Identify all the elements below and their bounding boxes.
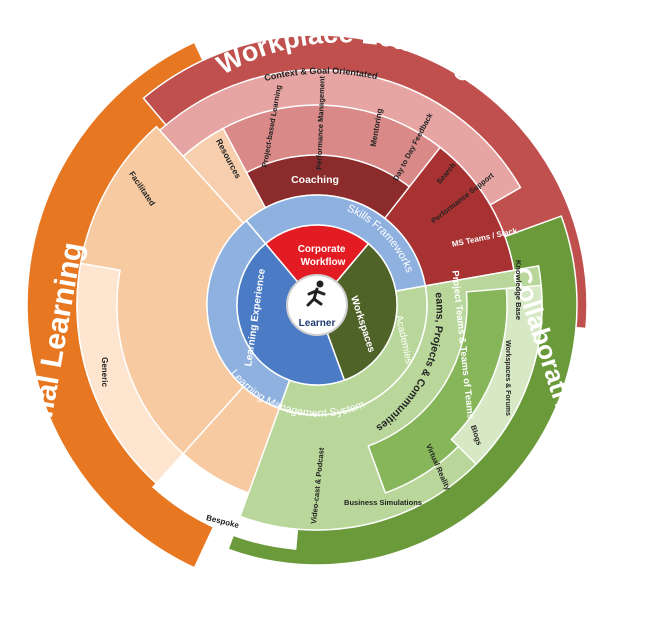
knowledge-band bbox=[450, 284, 543, 466]
learner-circle bbox=[286, 274, 348, 336]
business-simulations: Business Simulations bbox=[344, 498, 422, 507]
performance-management: Performance Management bbox=[314, 75, 326, 170]
runner-icon bbox=[306, 280, 326, 307]
knowledge-base: Knowledge Base bbox=[514, 260, 523, 320]
corporate-sector bbox=[264, 224, 370, 307]
generic-band bbox=[76, 262, 185, 485]
collab-items-layer bbox=[239, 265, 543, 531]
workspaces-sector bbox=[316, 242, 398, 382]
workplace-items-layer bbox=[158, 69, 522, 287]
ring2-layer bbox=[236, 224, 398, 386]
generic-label: Generic bbox=[100, 357, 109, 387]
workspaces-forums: Workspaces & Forums bbox=[504, 340, 511, 416]
learner-label: Learner bbox=[299, 318, 336, 329]
formal-items-layer bbox=[76, 125, 301, 550]
coaching-label: Coaching bbox=[291, 174, 339, 186]
corporate-workflow: Corporate Workflow bbox=[298, 244, 349, 268]
